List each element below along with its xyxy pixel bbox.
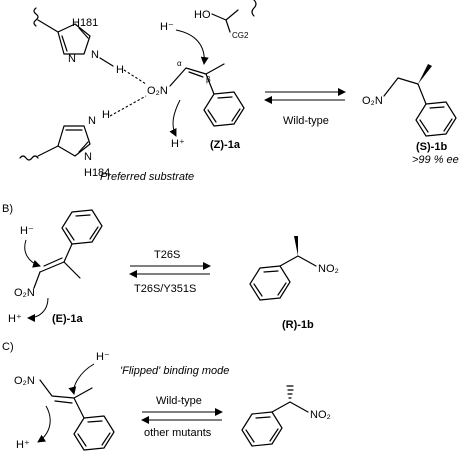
residue-h181-label: H181 [72, 17, 98, 29]
product-a-nitro: O₂N [362, 95, 383, 107]
cofactor-cg2: CG2 [232, 31, 249, 40]
caption-preferred-substrate: Preferred substrate [100, 171, 194, 183]
ring-nh-h-label: H [116, 64, 124, 76]
enzyme-wildtype-c: Wild-type [156, 395, 202, 407]
enzyme-wildtype-a: Wild-type [283, 115, 329, 127]
hashed-wedge-c [286, 385, 294, 399]
binding-mode-label: 'Flipped' binding mode [120, 365, 229, 377]
imidazole-h181: N N H [37, 19, 124, 76]
backbone-wavy-bond-2 [19, 155, 39, 161]
hydride-a: H⁻ [160, 21, 174, 33]
substrate-a-nitro: O₂N [147, 85, 168, 97]
enzyme-t26s-y351s-b: T26S/Y351S [134, 283, 196, 295]
substrate-a-alpha: α [177, 59, 182, 68]
hydride-arrow-a [175, 29, 209, 65]
section-a: N N H H181 N N H H184 O₂N α β [19, 0, 459, 183]
proton-arrow-b [27, 297, 49, 322]
hydrogen-bond-2 [109, 95, 147, 117]
product-b-label: (R)-1b [282, 319, 314, 331]
ring-nh-n-label-2: N [88, 115, 96, 127]
hydride-c: H⁻ [96, 351, 110, 363]
backbone-wavy-bond-1 [33, 7, 39, 27]
hydride-arrow-b [24, 239, 41, 268]
imidazole-h184: N N H [37, 109, 110, 163]
section-b: B) H⁻ O₂N H⁺ (E)-1a T26S T26S/Y351S NO₂ … [2, 203, 339, 331]
proton-c: H⁺ [16, 439, 30, 451]
substrate-a-label: (Z)-1a [210, 139, 241, 151]
proton-arrow-a [169, 99, 181, 137]
section-b-letter: B) [2, 203, 13, 215]
substrate-c-nitro: O₂N [14, 375, 35, 387]
ring-nh-h-label-2: H [102, 109, 110, 121]
proton-arrow-c [37, 405, 51, 443]
product-a-label: (S)-1b [416, 141, 447, 153]
enzyme-t26s-b: T26S [154, 249, 180, 261]
ring-n-label: N [68, 53, 76, 65]
hydride-b: H⁻ [20, 225, 34, 237]
product-a-ee: >99 % ee [412, 154, 459, 166]
proton-a: H⁺ [171, 138, 185, 150]
substrate-b-nitro: O₂N [14, 287, 35, 299]
product-c-nitro: NO₂ [310, 409, 331, 421]
section-c: C) 'Flipped' binding mode H⁻ O₂N H⁺ Wild… [2, 341, 331, 451]
ring-nh-n-label: N [91, 49, 99, 61]
ring-n-label-2: N [84, 151, 92, 163]
section-c-letter: C) [2, 341, 14, 353]
cofactor-ho: HO [194, 9, 211, 21]
product-b-nitro: NO₂ [318, 263, 339, 275]
hydrogen-bond-1 [123, 69, 147, 85]
enzyme-other-mutants-c: other mutants [144, 427, 212, 439]
residue-h184-label: H184 [84, 167, 110, 179]
proton-b: H⁺ [8, 313, 22, 325]
hydride-arrow-c [68, 363, 95, 395]
substrate-b-label: (E)-1a [52, 313, 83, 325]
